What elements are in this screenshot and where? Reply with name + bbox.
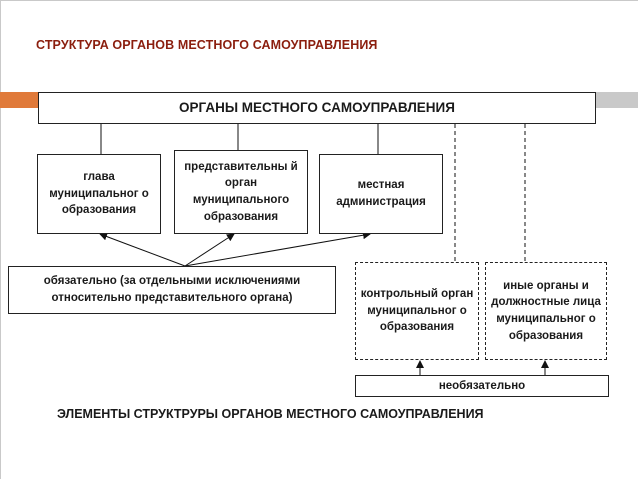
local-administration-box: местная администрация <box>319 154 443 234</box>
bodies-header-box: ОРГАНЫ МЕСТНОГО САМОУПРАВЛЕНИЯ <box>38 92 596 124</box>
arrow-to-administration <box>184 231 371 267</box>
mandatory-note-box: обязательно (за отдельными исключениями … <box>8 266 336 314</box>
diagram-caption: ЭЛЕМЕНТЫ СТРУКТРУРЫ ОРГАНОВ МЕСТНОГО САМ… <box>57 407 484 421</box>
local-administration-label: местная администрация <box>336 179 426 208</box>
arrow-to-council <box>184 233 235 267</box>
control-body-box: контрольный орган муниципальног о образо… <box>355 262 479 360</box>
representative-body-label: представительны й орган муниципального о… <box>184 160 298 223</box>
optional-note-label: необязательно <box>438 379 526 392</box>
other-bodies-label: иные органы и должностные лица муниципал… <box>491 279 601 342</box>
optional-note-box: необязательно <box>355 375 609 397</box>
other-bodies-box: иные органы и должностные лица муниципал… <box>485 262 607 360</box>
bodies-header-label: ОРГАНЫ МЕСТНОГО САМОУПРАВЛЕНИЯ <box>179 100 455 116</box>
mandatory-note-label: обязательно (за отдельными исключениями … <box>43 275 301 304</box>
arrow-to-head <box>99 232 186 267</box>
accent-band <box>0 92 38 108</box>
representative-body-box: представительны й орган муниципального о… <box>174 150 308 234</box>
slide-frame-top <box>0 0 638 1</box>
head-of-municipality-box: глава муниципальног о образования <box>37 154 161 234</box>
slide-title: СТРУКТУРА ОРГАНОВ МЕСТНОГО САМОУПРАВЛЕНИ… <box>36 38 378 52</box>
control-body-label: контрольный орган муниципальног о образо… <box>360 287 474 334</box>
slide-frame-left <box>0 0 1 479</box>
head-of-municipality-label: глава муниципальног о образования <box>49 170 149 217</box>
